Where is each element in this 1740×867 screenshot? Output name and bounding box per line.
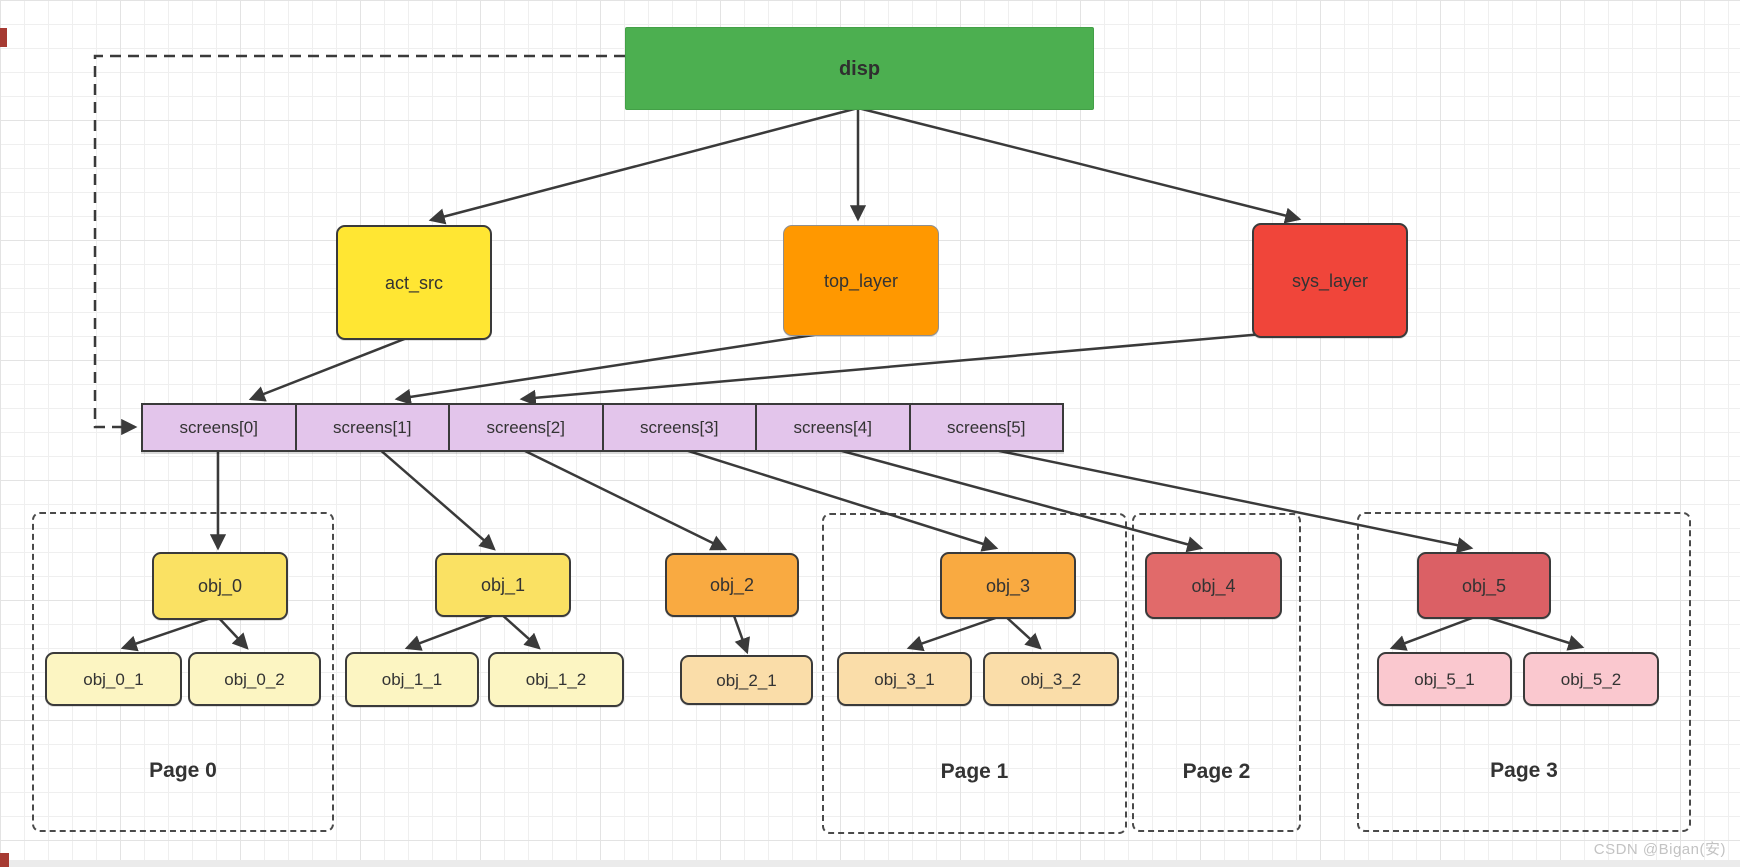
screens-cell-0: screens[0]	[179, 417, 258, 437]
edge-screens2-obj2	[518, 446, 728, 551]
edge-obj3-obj31	[906, 613, 1005, 652]
edge-obj2-obj21	[731, 612, 750, 655]
node-obj-1: obj_1	[435, 553, 571, 617]
node-obj-4: obj_4	[1145, 552, 1282, 619]
page-3-label: Page 3	[1490, 759, 1558, 782]
node-obj-3-1: obj_3_1	[837, 652, 972, 706]
screens-cell-3: screens[3]	[601, 405, 756, 450]
edge-top-layer-screens1	[394, 332, 821, 405]
node-obj-1-1: obj_1_1	[345, 652, 479, 707]
edge-screens4-obj4	[830, 446, 1204, 553]
node-obj-5: obj_5	[1417, 552, 1551, 619]
edge-obj0-obj02	[216, 615, 249, 650]
edge-obj3-obj32	[1003, 614, 1042, 650]
screens-cell-2: screens[2]	[448, 405, 602, 450]
edge-act-src-screens0	[248, 334, 413, 402]
left-edge-artifact	[0, 28, 7, 47]
edge-obj5-obj52	[1479, 613, 1585, 651]
edge-screens1-obj1	[377, 447, 496, 551]
page-0-label: Page 0	[149, 759, 217, 782]
node-obj-3: obj_3	[940, 552, 1076, 619]
node-obj-2: obj_2	[665, 553, 799, 617]
bottom-left-artifact	[0, 853, 9, 867]
screens-cell-1: screens[1]	[294, 405, 449, 450]
edge-obj1-obj12	[499, 612, 541, 650]
screens-array: screens[0] screens[1] screens[2] screens…	[141, 403, 1064, 452]
node-top-layer: top_layer	[783, 225, 939, 336]
edge-disp-screens0-dashed	[93, 54, 625, 436]
page-1-container: Page 1	[822, 513, 1127, 834]
node-obj-0: obj_0	[152, 552, 288, 620]
edge-sys-layer-screens2	[519, 332, 1264, 406]
node-obj-5-1: obj_5_1	[1377, 652, 1512, 706]
edge-obj0-obj01	[120, 614, 218, 652]
screens-cell-5: screens[5]	[908, 405, 1063, 450]
edge-obj5-obj51	[1389, 613, 1481, 651]
csdn-watermark: CSDN @Bigan(安)	[1593, 841, 1726, 858]
node-obj-0-1: obj_0_1	[45, 652, 182, 706]
node-sys-layer: sys_layer	[1252, 223, 1408, 338]
node-obj-2-1: obj_2_1	[680, 655, 813, 705]
node-obj-1-2: obj_1_2	[488, 652, 624, 707]
edge-obj1-obj11	[404, 611, 501, 651]
page-2-label: Page 2	[1182, 760, 1251, 783]
node-disp: disp	[625, 27, 1094, 110]
page-2-container: Page 2	[1132, 513, 1301, 832]
edge-disp-act-src	[428, 106, 859, 225]
screens-cell-4: screens[4]	[755, 405, 909, 450]
node-obj-0-2: obj_0_2	[188, 652, 321, 706]
page-3-container: Page 3	[1357, 512, 1691, 832]
edge-disp-sys-layer	[857, 106, 1302, 224]
edge-screens5-obj5	[984, 446, 1474, 554]
node-obj-3-2: obj_3_2	[983, 652, 1119, 706]
page-1-label: Page 1	[940, 760, 1009, 783]
node-obj-5-2: obj_5_2	[1523, 652, 1659, 706]
node-act-src: act_src	[336, 225, 492, 340]
page-0-container: Page 0	[32, 512, 334, 832]
bottom-scroll-strip	[0, 860, 1740, 867]
edge-screens3-obj3	[678, 446, 999, 552]
